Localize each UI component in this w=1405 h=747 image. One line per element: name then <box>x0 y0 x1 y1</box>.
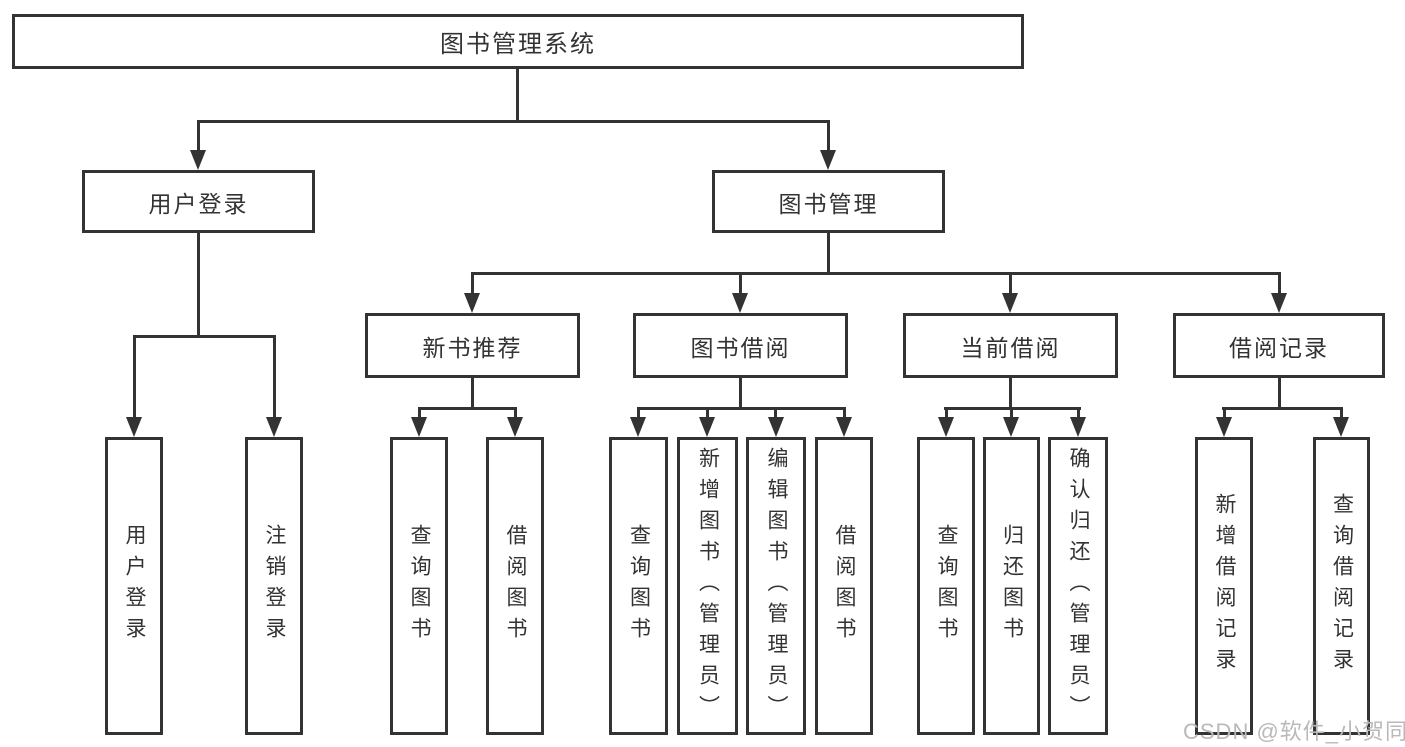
connector-to-book-borrow-stem <box>739 272 742 297</box>
leaf-edit-book-admin-label: 编辑图书（管理员） <box>765 446 788 726</box>
connector-leaf-stem <box>514 407 517 419</box>
node-borrow-record: 借阅记录 <box>1173 313 1385 378</box>
connector-to-leaf-logout-stem <box>273 335 276 419</box>
arrowhead-to-new-rec <box>464 293 480 313</box>
node-user-login-label: 用户登录 <box>148 190 249 217</box>
leaf-borrow-book-label: 借阅图书 <box>833 524 856 648</box>
connector-leaf-stem <box>1340 407 1343 419</box>
node-new-book-recommend: 新书推荐 <box>365 313 580 378</box>
connector-book-mgmt-stem <box>827 233 830 274</box>
leaf-query-book-borrow-label: 查询图书 <box>627 524 651 648</box>
leaf-confirm-return-admin: 确认归还（管理员） <box>1048 437 1108 735</box>
node-current-borrow-label: 当前借阅 <box>960 334 1061 361</box>
leaf-return-book-label: 归还图书 <box>1000 524 1024 648</box>
arrowhead-to-current-borrow <box>1002 293 1018 313</box>
connector-borrow-record-split <box>1222 407 1343 410</box>
connector-leaf-stem <box>843 407 846 419</box>
arrowhead-to-book-mgmt <box>820 150 836 170</box>
leaf-query-borrow-record-label: 查询借阅记录 <box>1330 493 1354 679</box>
connector-leaf-stem <box>637 407 640 419</box>
leaf-borrow-book: 借阅图书 <box>815 437 873 735</box>
connector-current-borrow-stem2 <box>1009 378 1012 409</box>
connector-to-user-login-stem <box>197 120 200 152</box>
leaf-logout: 注销登录 <box>245 437 303 735</box>
connector-root-stem <box>516 69 519 122</box>
leaf-confirm-return-admin-label: 确认归还（管理员） <box>1067 446 1090 726</box>
connector-borrow-record-stem2 <box>1278 378 1281 409</box>
node-root-label: 图书管理系统 <box>440 31 596 58</box>
leaf-query-borrow-record: 查询借阅记录 <box>1313 437 1370 735</box>
arrowhead-to-query-book-1 <box>411 417 427 437</box>
connector-leaf-stem <box>1223 407 1226 419</box>
connector-root-split <box>197 120 830 123</box>
arrowhead-to-add-record <box>1216 417 1232 437</box>
arrowhead-to-user-login <box>190 150 206 170</box>
connector-to-current-borrow-stem <box>1009 272 1012 297</box>
node-book-borrow-label: 图书借阅 <box>690 334 791 361</box>
node-root-library-management-system: 图书管理系统 <box>12 14 1024 69</box>
arrowhead-to-add-book <box>699 417 715 437</box>
leaf-return-book: 归还图书 <box>983 437 1040 735</box>
connector-user-login-stem <box>197 233 200 337</box>
connector-leaf-stem <box>1077 407 1080 419</box>
arrowhead-to-borrow-record <box>1271 293 1287 313</box>
connector-leaf-stem <box>774 407 777 419</box>
connector-user-login-split <box>133 335 276 338</box>
leaf-query-book-newrec-label: 查询图书 <box>408 524 431 648</box>
connector-book-borrow-stem2 <box>739 378 742 409</box>
connector-book-borrow-split <box>637 407 846 410</box>
connector-leaf-stem <box>418 407 421 419</box>
leaf-borrow-book-newrec: 借阅图书 <box>486 437 544 735</box>
leaf-edit-book-admin: 编辑图书（管理员） <box>746 437 806 735</box>
node-current-borrow: 当前借阅 <box>903 313 1118 378</box>
node-book-management: 图书管理 <box>712 170 945 233</box>
leaf-add-book-admin-label: 新增图书（管理员） <box>696 446 720 726</box>
node-borrow-record-label: 借阅记录 <box>1229 334 1329 361</box>
arrowhead-to-return-book <box>1003 417 1019 437</box>
arrowhead-to-query-record <box>1333 417 1349 437</box>
connector-book-mgmt-split <box>471 272 1281 275</box>
leaf-query-book-current: 查询图书 <box>917 437 975 735</box>
arrowhead-to-query-book-2 <box>630 417 646 437</box>
arrowhead-to-edit-book <box>768 417 784 437</box>
leaf-borrow-book-newrec-label: 借阅图书 <box>504 524 527 648</box>
connector-to-leaf-login-stem <box>133 335 136 419</box>
arrowhead-to-borrow-book-1 <box>507 417 523 437</box>
node-new-book-recommend-label: 新书推荐 <box>422 334 523 361</box>
leaf-query-book-current-label: 查询图书 <box>935 524 958 648</box>
leaf-query-book-borrow: 查询图书 <box>609 437 668 735</box>
connector-to-new-rec-stem <box>471 272 474 297</box>
arrowhead-to-borrow-book-2 <box>836 417 852 437</box>
connector-new-rec-split <box>418 407 517 410</box>
leaf-user-login: 用户登录 <box>105 437 163 735</box>
csdn-watermark: CSDN @软件_小贺同学 <box>1183 719 1405 744</box>
leaf-query-book-newrec: 查询图书 <box>390 437 448 735</box>
node-book-borrow: 图书借阅 <box>633 313 848 378</box>
connector-new-rec-stem <box>471 378 474 409</box>
connector-to-book-mgmt-stem <box>827 120 830 152</box>
leaf-user-login-label: 用户登录 <box>123 524 146 648</box>
leaf-add-book-admin: 新增图书（管理员） <box>677 437 738 735</box>
leaf-add-borrow-record-label: 新增借阅记录 <box>1213 493 1236 679</box>
connector-leaf-stem <box>945 407 948 419</box>
arrowhead-to-book-borrow <box>732 293 748 313</box>
node-book-management-label: 图书管理 <box>778 190 879 217</box>
connector-to-borrow-record-stem <box>1278 272 1281 297</box>
arrowhead-to-confirm-return <box>1070 417 1086 437</box>
connector-leaf-stem <box>706 407 709 419</box>
arrowhead-to-leaf-login <box>126 417 142 437</box>
node-user-login: 用户登录 <box>82 170 315 233</box>
leaf-add-borrow-record: 新增借阅记录 <box>1195 437 1253 735</box>
connector-leaf-stem <box>1010 407 1013 419</box>
arrowhead-to-leaf-logout <box>266 417 282 437</box>
arrowhead-to-query-book-3 <box>938 417 954 437</box>
leaf-logout-label: 注销登录 <box>263 524 286 648</box>
